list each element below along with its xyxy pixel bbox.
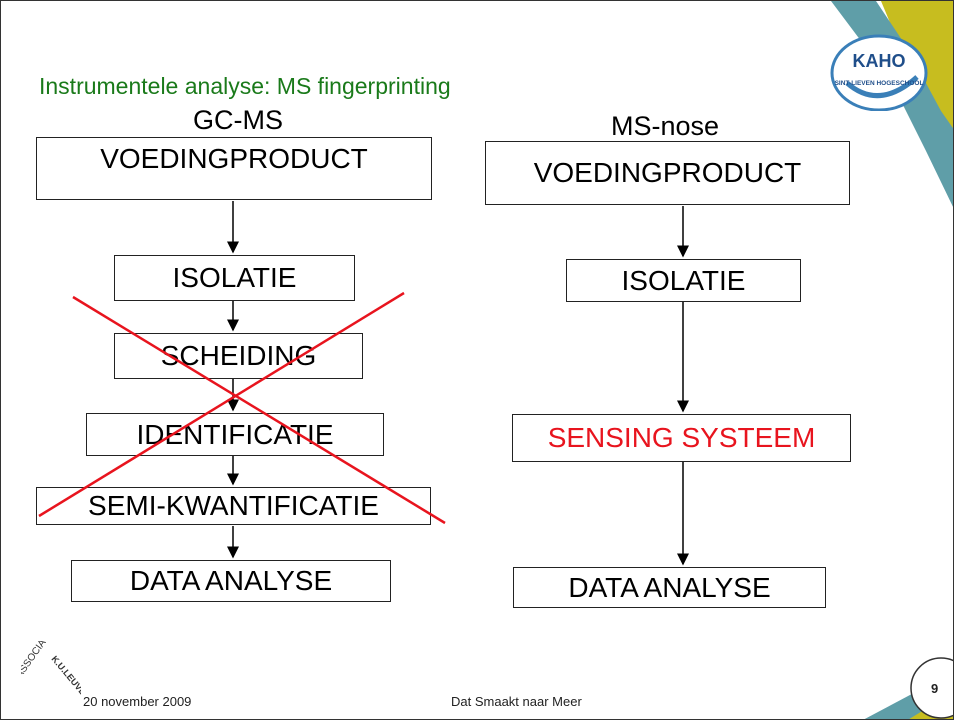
kaho-logo-text: KAHO [853,51,906,71]
left-heading: GC-MS [193,105,283,135]
kaho-logo: KAHO SINT-LIEVEN HOGESCHOOL [829,33,929,112]
left-step-semi-kwantificatie: SEMI-KWANTIFICATIE [36,487,431,525]
footer-center: Dat Smaakt naar Meer [451,694,582,709]
decor-teal-band-bottom [864,672,953,719]
red-cross-line-2 [38,291,405,518]
slide-title: Instrumentele analyse: MS fingerprinting [39,73,451,99]
right-step-data-analyse: DATA ANALYSE [513,567,826,608]
right-heading: MS-nose [611,111,720,141]
footer-date: 20 november 2009 [83,694,192,709]
right-step-sensing-systeem: SENSING SYSTEEM [512,414,851,462]
left-step-scheiding: SCHEIDING [114,333,363,379]
left-step-data-analyse: DATA ANALYSE [71,560,391,602]
right-step-isolatie: ISOLATIE [566,259,801,302]
left-step-isolatie: ISOLATIE [114,255,355,301]
left-step-identificatie: IDENTIFICATIE [86,413,384,456]
kaho-logo-graphic: KAHO SINT-LIEVEN HOGESCHOOL [830,34,928,112]
svg-text:K.U.LEUVEN: K.U.LEUVEN [49,654,81,702]
kaho-logo-ring-text: SINT-LIEVEN HOGESCHOOL [835,80,924,87]
page-number: 9 [931,681,939,696]
right-step-voedingproduct: VOEDINGPRODUCT [485,141,850,205]
kuleuven-logo-graphic: ASSOCIATIE K.U.LEUVEN [14,625,92,702]
decor-yellow-band-bottom [909,692,953,719]
left-step-voedingproduct: VOEDINGPRODUCT [36,137,432,200]
association-kuleuven-logo: ASSOCIATIE K.U.LEUVEN [14,625,92,711]
